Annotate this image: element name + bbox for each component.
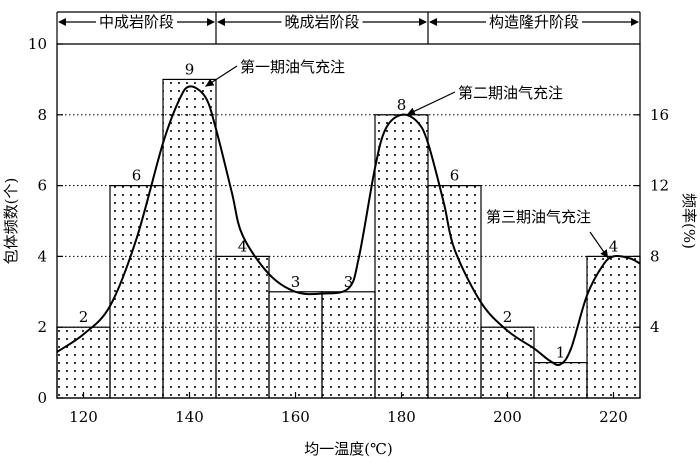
stage-arrowhead-left <box>217 18 225 26</box>
x-tick-label: 120 <box>69 408 98 426</box>
stage-arrowhead-right <box>419 18 427 26</box>
x-tick-label: 180 <box>387 408 416 426</box>
x-tick-label: 220 <box>599 408 628 426</box>
histogram-bar <box>321 291 376 399</box>
histogram-bar <box>374 114 429 399</box>
bar-value-label: 2 <box>79 308 89 326</box>
bar-value-label: 3 <box>344 273 354 291</box>
y-tick-label: 10 <box>28 35 47 53</box>
bar-value-label: 6 <box>132 167 142 185</box>
plot-frame <box>56 43 641 399</box>
bar-value-label: 9 <box>185 60 195 78</box>
bar-value-label: 4 <box>609 237 619 255</box>
histogram-bar <box>586 255 641 399</box>
annotation-label: 第三期油气充注 <box>486 208 591 226</box>
histogram-bar <box>480 326 535 399</box>
histogram-bars <box>56 78 641 399</box>
stage-header: 中成岩阶段 晚成岩阶段 构造隆升阶段 <box>56 11 641 44</box>
bar-value-label: 2 <box>503 308 513 326</box>
bar-value-label: 1 <box>556 344 566 362</box>
annotation-label: 第二期油气充注 <box>458 84 563 102</box>
y2-axis-label: 频率(%) <box>680 193 698 249</box>
y2-tick-label: 16 <box>650 106 669 124</box>
y-axis-label: 包体频数(个) <box>2 178 20 265</box>
stage-label: 晚成岩阶段 <box>284 13 359 31</box>
histogram-bar <box>215 255 270 399</box>
x-tick-label: 200 <box>493 408 522 426</box>
y-tick-label: 4 <box>37 247 47 265</box>
bar-value-label: 4 <box>238 237 248 255</box>
histogram-bar <box>268 291 323 399</box>
y2-tick-label: 12 <box>650 177 669 195</box>
histogram-bar <box>427 185 482 399</box>
stage-arrowhead-right <box>631 18 639 26</box>
y-tick-label: 2 <box>37 318 47 336</box>
stage-arrowhead-left <box>429 18 437 26</box>
y-tick-label: 8 <box>37 106 47 124</box>
histogram-bar <box>533 362 588 399</box>
x-tick-label: 140 <box>175 408 204 426</box>
histogram-bar <box>56 326 111 399</box>
stage-label: 构造隆升阶段 <box>489 13 579 31</box>
annotation-arrow <box>406 91 456 116</box>
x-tick-label: 160 <box>281 408 310 426</box>
frequency-curve-line <box>56 85 641 367</box>
y2-tick-label: 8 <box>650 247 660 265</box>
x-axis-label: 均一温度(℃) <box>304 440 392 458</box>
stage-arrowhead-right <box>207 18 215 26</box>
frequency-curve <box>56 65 641 367</box>
stage-arrowhead-left <box>58 18 66 26</box>
bar-value-label: 6 <box>450 167 460 185</box>
y-tick-label: 0 <box>37 389 47 407</box>
y-tick-label: 6 <box>37 177 47 195</box>
annotation-label: 第一期油气充注 <box>240 58 345 76</box>
bar-value-label: 3 <box>291 273 301 291</box>
axes <box>56 43 641 399</box>
histogram-bar <box>162 78 217 399</box>
annotation-arrowhead <box>205 78 215 87</box>
y2-tick-label: 4 <box>650 318 660 336</box>
annotation-arrowhead <box>406 107 416 115</box>
bar-value-label: 8 <box>397 96 407 114</box>
stage-label: 中成岩阶段 <box>99 13 174 31</box>
annotation-arrowhead <box>600 249 609 259</box>
